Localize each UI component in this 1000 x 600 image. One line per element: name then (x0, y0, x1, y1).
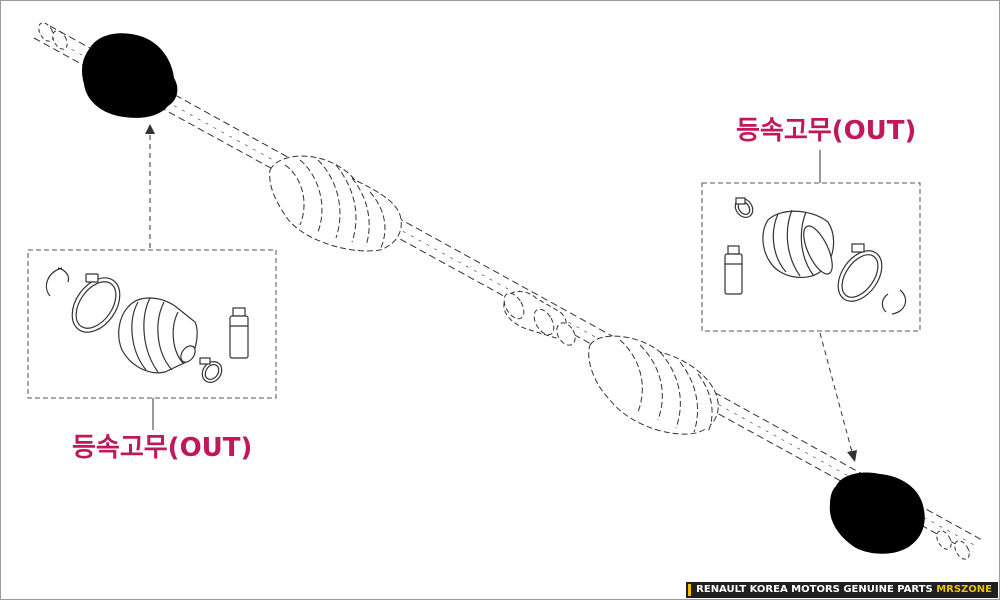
grease-tube-icon (229, 307, 249, 359)
accent-bar (688, 584, 692, 596)
inner-joint-housing (269, 155, 402, 252)
clamp-band-small-icon (199, 357, 223, 383)
highlighted-boot-right (829, 472, 925, 554)
highlighted-boot-left (82, 33, 178, 118)
parts-kit-right (701, 182, 921, 332)
arrow-head-icon (145, 124, 155, 134)
cv-boot-icon (762, 209, 835, 279)
parts-kit-left (27, 249, 277, 399)
arrow-head-icon (847, 450, 857, 462)
clamp-band-large-icon (71, 273, 121, 333)
drive-shaft (33, 25, 983, 553)
footer-brand-bar: RENAULT KOREA MOTORS GENUINE PARTS MRSZO… (686, 582, 998, 598)
clamp-band-small-icon (734, 197, 754, 218)
footer-site-text: MRSZONE (936, 584, 992, 595)
leader-right (819, 150, 857, 462)
leader-left (145, 124, 155, 430)
clamp-band-large-icon (837, 243, 883, 302)
part-label-left: 등속고무(OUT) (72, 433, 253, 463)
shaft-end-right (936, 530, 970, 560)
part-label-right: 등속고무(OUT) (736, 116, 917, 146)
outer-joint-housing (588, 335, 719, 435)
snap-ring-icon (45, 267, 70, 297)
center-damper (503, 291, 576, 346)
grease-tube-icon (724, 245, 743, 295)
footer-brand-text: RENAULT KOREA MOTORS GENUINE PARTS (696, 584, 933, 595)
shaft-end-left (38, 22, 68, 50)
snap-ring-icon (881, 289, 907, 315)
cv-boot-icon (118, 297, 198, 374)
